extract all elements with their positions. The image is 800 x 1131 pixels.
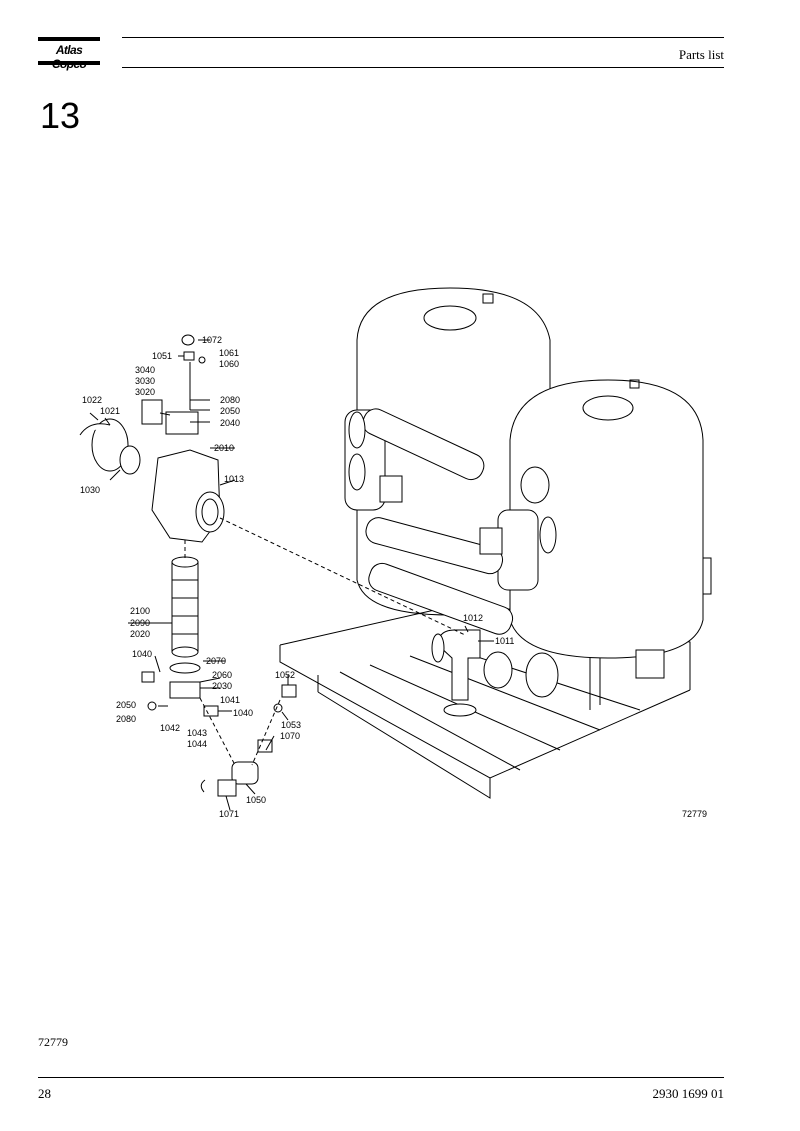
page-number: 28 — [38, 1086, 51, 1101]
label-1061: 1061 — [219, 348, 239, 358]
label-3040: 3040 — [135, 365, 155, 375]
footer-rule — [38, 1077, 724, 1078]
label-1040-right: 1040 — [233, 708, 253, 718]
label-2080-top: 2080 — [220, 395, 240, 405]
label-1071: 1071 — [219, 809, 239, 819]
atlas-copco-logo: Atlas Copco — [38, 37, 100, 71]
label-1072: 1072 — [202, 335, 222, 345]
label-2050-bottom: 2050 — [116, 700, 136, 710]
label-2010: 2010 — [214, 443, 234, 453]
label-3030: 3030 — [135, 376, 155, 386]
label-1053: 1053 — [281, 720, 301, 730]
label-2090: 2090 — [130, 618, 150, 628]
label-1060: 1060 — [219, 359, 239, 369]
label-2040: 2040 — [220, 418, 240, 428]
label-1011: 1011 — [495, 636, 514, 646]
label-2060: 2060 — [212, 670, 232, 680]
label-1041: 1041 — [220, 695, 240, 705]
exploded-parts-drawing: 1072 1051 1061 1060 3040 3030 3020 1022 … — [79, 287, 712, 819]
page-title: Parts list — [678, 47, 724, 62]
label-1051: 1051 — [152, 351, 172, 361]
label-2050-top: 2050 — [220, 406, 240, 416]
drawing-reference: 72779 — [682, 809, 707, 819]
label-1012: 1012 — [463, 613, 483, 623]
label-2080-bottom: 2080 — [116, 714, 136, 724]
header-rule-top — [122, 37, 724, 38]
label-2030: 2030 — [212, 681, 232, 691]
section-number: 13 — [40, 95, 81, 136]
header-rule-bottom — [122, 67, 724, 68]
label-1044: 1044 — [187, 739, 207, 749]
logo-text: Atlas Copco — [52, 43, 87, 71]
label-1052: 1052 — [275, 670, 295, 680]
label-1043: 1043 — [187, 728, 207, 738]
piping — [344, 408, 665, 717]
logo-bottom-bar — [38, 61, 100, 65]
label-1030: 1030 — [80, 485, 100, 495]
filter-head-parts — [79, 334, 225, 543]
label-2020: 2020 — [130, 629, 150, 639]
label-3020: 3020 — [135, 387, 155, 397]
label-2100: 2100 — [130, 606, 150, 616]
label-1022: 1022 — [82, 395, 102, 405]
assembly-lines — [184, 362, 466, 766]
filter-element — [171, 556, 199, 658]
leader-lines — [89, 339, 494, 811]
label-1013: 1013 — [224, 474, 244, 484]
label-1021: 1021 — [100, 406, 120, 416]
label-1050: 1050 — [246, 795, 266, 805]
document-number: 2930 1699 01 — [652, 1086, 725, 1101]
label-2070: 2070 — [206, 656, 226, 666]
right-tank — [509, 379, 712, 659]
label-1070: 1070 — [280, 731, 300, 741]
figure-reference: 72779 — [38, 1035, 68, 1049]
label-1042: 1042 — [160, 723, 180, 733]
logo-top-bar — [38, 37, 100, 41]
label-1040-left: 1040 — [132, 649, 152, 659]
